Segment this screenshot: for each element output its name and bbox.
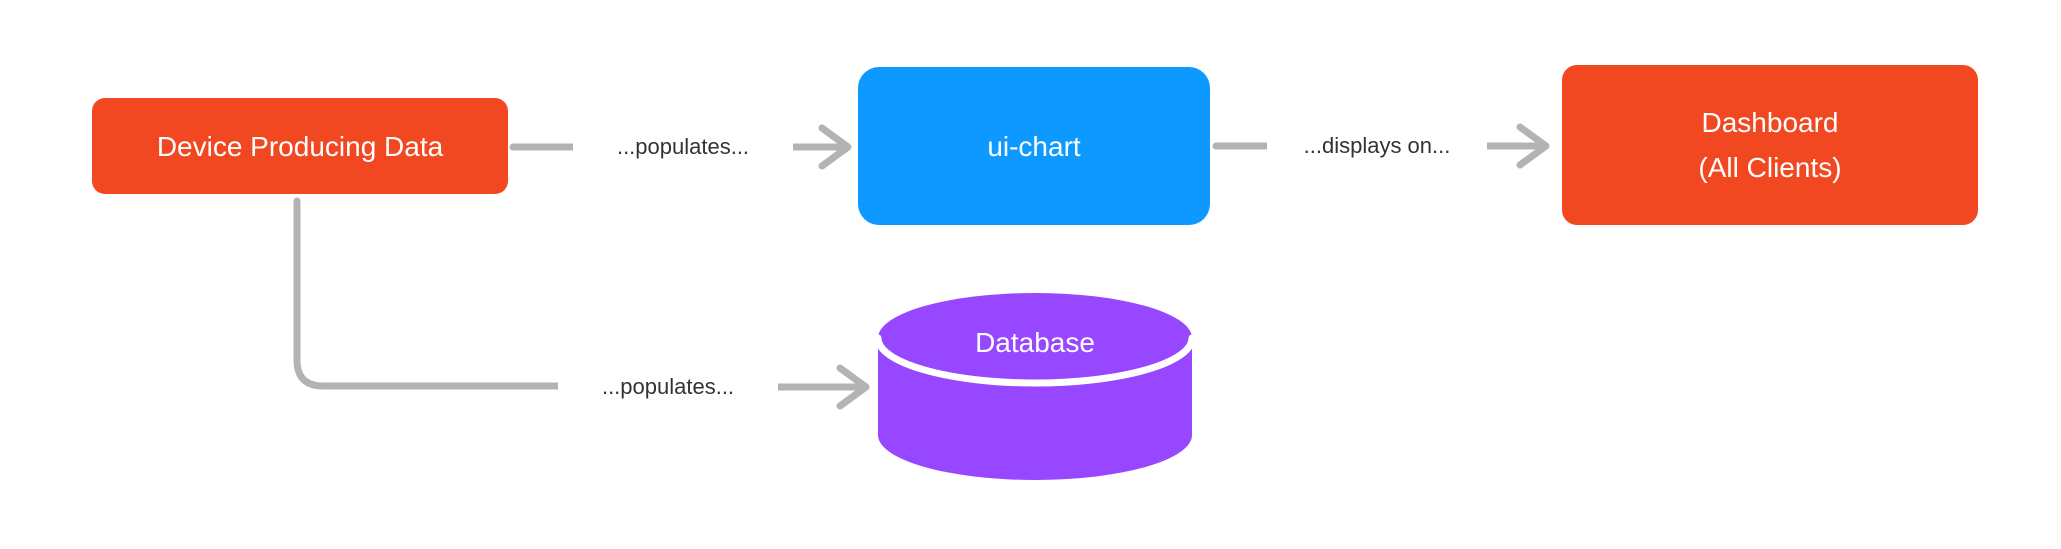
edge-label-populates-bottom[interactable]: ...populates...: [558, 372, 778, 402]
edge-line: [293, 197, 586, 390]
database-cylinder-icon: [878, 293, 1192, 480]
edge-label-displays-on[interactable]: ...displays on...: [1267, 131, 1487, 161]
arrowhead-icon: [836, 364, 870, 410]
node-label-line-2: (All Clients): [1698, 152, 1842, 183]
arrowhead-icon: [1516, 123, 1550, 169]
node-label: Device Producing Data: [156, 130, 444, 162]
edge-label-populates-top[interactable]: ...populates...: [573, 132, 793, 162]
node-label-line-1: Dashboard: [1701, 107, 1839, 138]
node-ui-chart[interactable]: ui-chart: [858, 67, 1210, 225]
node-device-producing-data[interactable]: Device Producing Data: [92, 98, 508, 194]
arrowhead-icon: [818, 124, 852, 170]
node-dashboard[interactable]: Dashboard (All Clients): [1562, 65, 1978, 225]
node-database[interactable]: [878, 293, 1192, 483]
node-label-database: Database: [975, 327, 1095, 358]
node-label: ui-chart: [987, 130, 1081, 162]
